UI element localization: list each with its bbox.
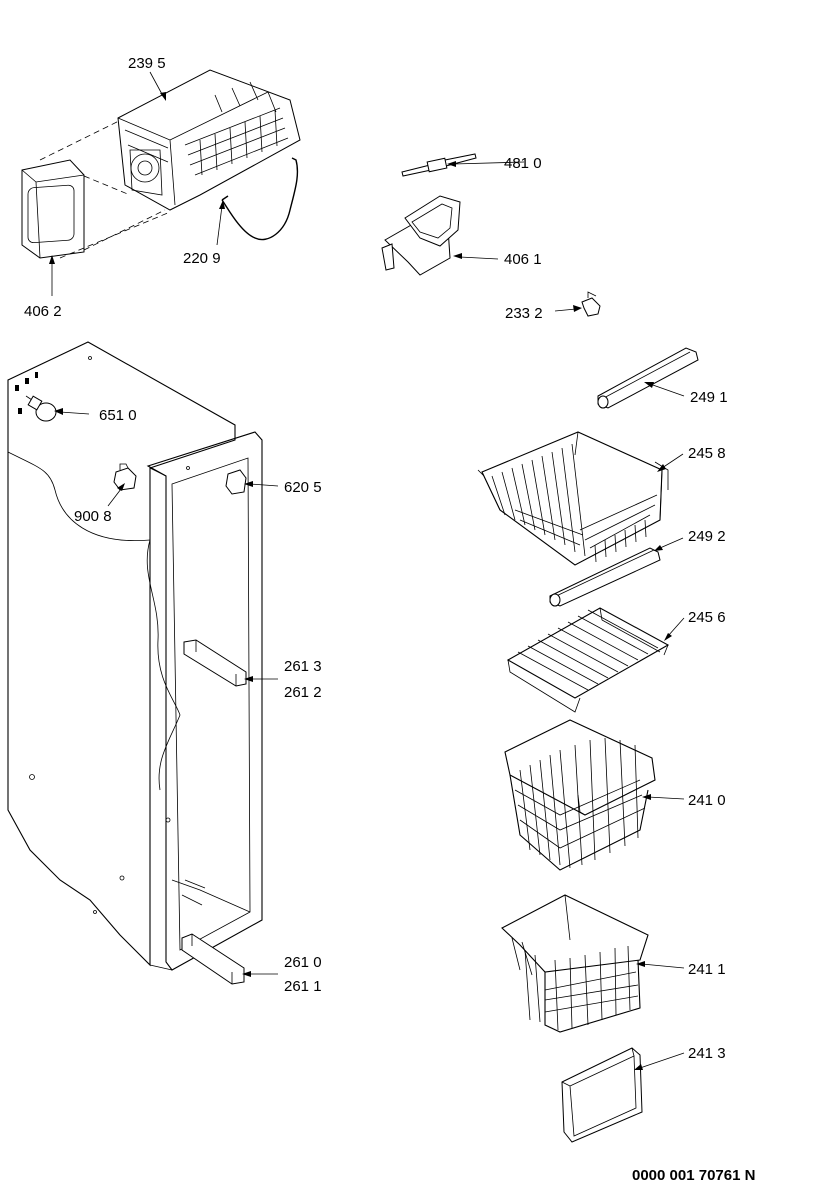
basket-top-part — [477, 431, 669, 566]
icemaker-assembly — [21, 69, 301, 259]
rail-lower-part — [181, 933, 245, 985]
callout-switch-small: 900 8 — [74, 508, 112, 525]
door-switch-part — [225, 469, 247, 495]
callout-labels: 239 5 406 2 220 9 481 0 406 1 233 2 651 … — [24, 55, 728, 1062]
callout-wire-shelf: 245 6 — [688, 609, 726, 626]
switch-small-part — [113, 463, 137, 491]
freezer-cabinet-liner — [7, 341, 263, 971]
callout-rail-upper-b: 261 2 — [284, 684, 322, 701]
basket-front-part — [561, 1047, 643, 1143]
callout-feeler-arm: 220 9 — [183, 250, 221, 267]
callout-lamp: 651 0 — [99, 407, 137, 424]
callout-clip: 481 0 — [504, 155, 542, 172]
shelf-trim-top-part — [597, 347, 699, 409]
callout-icemaker: 239 5 — [128, 55, 166, 72]
callout-rail-lower-b: 261 1 — [284, 978, 322, 995]
callout-basket-deep: 241 0 — [688, 792, 726, 809]
callout-ice-bin-front: 406 2 — [24, 303, 62, 320]
bracket-part — [381, 195, 461, 276]
callout-rail-lower-a: 261 0 — [284, 954, 322, 971]
callout-basket-front: 241 3 — [688, 1045, 726, 1062]
leader-lines — [49, 71, 685, 1070]
clip-part — [401, 153, 477, 177]
shelf-trim-mid-part — [549, 547, 661, 607]
callout-basket-top: 245 8 — [688, 445, 726, 462]
callout-shelf-trim-mid: 249 2 — [688, 528, 726, 545]
callout-small-clip: 233 2 — [505, 305, 543, 322]
document-number: 0000 001 70761 N — [632, 1167, 755, 1184]
callout-basket-tilt: 241 1 — [688, 961, 726, 978]
callout-shelf-trim-top: 249 1 — [690, 389, 728, 406]
callout-rail-upper-a: 261 3 — [284, 658, 322, 675]
lamp-part — [25, 395, 57, 422]
basket-deep-part — [504, 719, 656, 871]
callout-door-switch: 620 5 — [284, 479, 322, 496]
small-clip-part — [581, 291, 601, 317]
rail-upper-part — [183, 639, 247, 687]
wire-shelf-part — [506, 607, 670, 713]
basket-tilt-part — [501, 894, 649, 1033]
callout-bracket: 406 1 — [504, 251, 542, 268]
